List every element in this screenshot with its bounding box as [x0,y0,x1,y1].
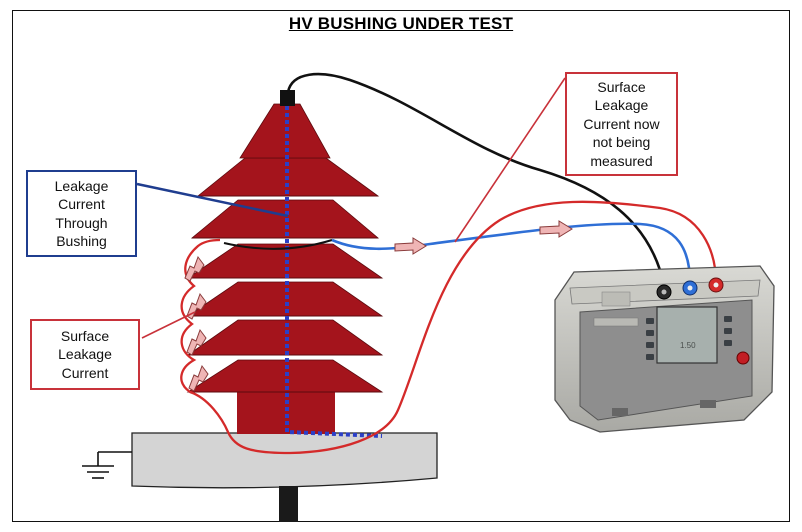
tester-test-button [736,351,750,365]
callout-surface-leakage: Surface Leakage Current [30,319,140,390]
ground-symbol-icon [82,451,132,479]
callout-surface-leakage-not-measured: Surface Leakage Current now not being me… [565,72,678,176]
top-terminal [280,90,295,106]
hv-black-wire [286,72,666,286]
tester-side-buttons [646,316,732,360]
insulation-tester: 1.50 [554,265,775,433]
ground-plate [131,432,438,489]
leader-bushing [136,182,289,218]
svg-text:1.50: 1.50 [680,341,696,350]
leader-surface [141,311,196,339]
support-pole [279,486,298,522]
leader-surface-now [454,77,566,243]
callout-leakage-through-bushing: Leakage Current Through Bushing [26,170,137,257]
diagram-title: HV BUSHING UNDER TEST [288,14,514,33]
bushing-base [237,392,335,434]
tester-display [656,306,718,364]
guard-ring [223,239,333,250]
line-red-wire [180,200,718,455]
guard-current-arrows [394,220,573,255]
